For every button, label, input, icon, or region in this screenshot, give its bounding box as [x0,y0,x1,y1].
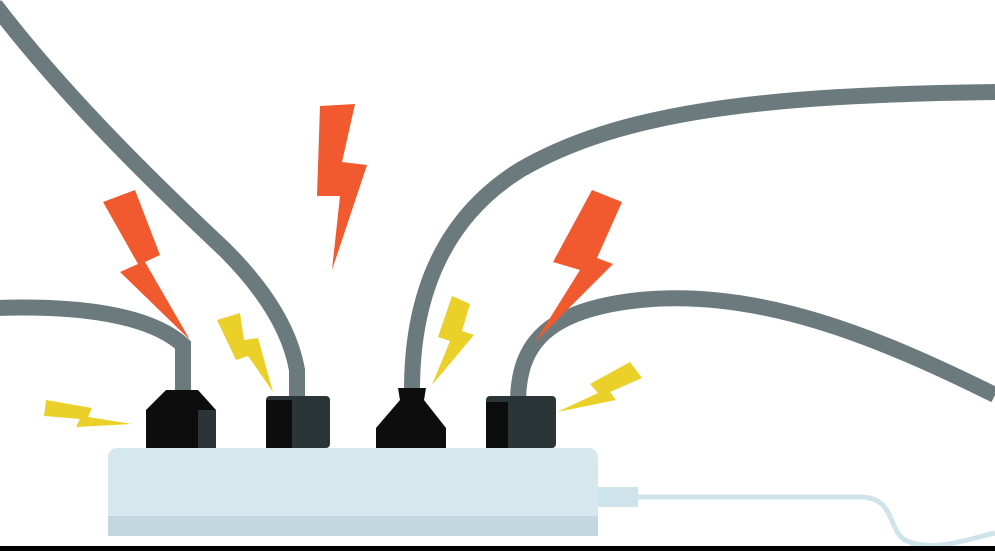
plug-3 [376,388,446,448]
power-cord-line [636,494,995,549]
power-strip [108,448,598,536]
cord-right-center [404,84,995,391]
small-sparks [44,296,642,427]
plug-1-side [198,410,216,448]
power-cord-collar [596,487,638,507]
lightning-bolt-icon [44,400,132,427]
plug-cords [0,0,995,403]
large-sparks [103,104,622,342]
cord-left-center [0,0,305,398]
plug-4-front [486,402,508,448]
lightning-bolt-icon [557,362,642,412]
plug-2-front [266,400,292,448]
lightning-bolt-icon [317,104,367,270]
floor-line [0,546,995,551]
cord-far-right [510,290,995,403]
lightning-bolt-icon [103,190,190,340]
lightning-bolt-icon [432,296,474,385]
plugs [146,388,556,448]
strip-power-cord [596,487,995,549]
lightning-bolt-icon [217,313,273,392]
power-strip-body [108,448,598,536]
lightning-bolt-icon [535,190,622,342]
power-strip-shadow [108,516,598,536]
cord-far-left [0,299,191,395]
